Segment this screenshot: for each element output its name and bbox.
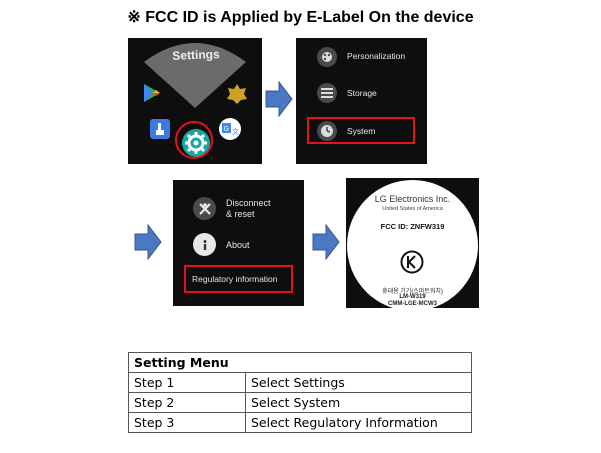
svg-text:文: 文 [232, 127, 239, 136]
e-label-screen: LG Electronics Inc. United States of Ame… [346, 178, 479, 308]
arrow-right-3 [312, 224, 340, 260]
arrow-right-1 [265, 81, 293, 117]
e-label-korean: 휴대용 기기(스마트워치) [382, 289, 443, 295]
kc-mark-icon [400, 250, 424, 274]
table-row: Step 1 Select Settings [128, 372, 472, 393]
highlight-circle-settings [175, 121, 213, 159]
play-store-icon[interactable] [140, 82, 162, 104]
e-label-cert: CMM-LGE-MCW3 [388, 301, 437, 307]
disconnect-icon [193, 197, 216, 220]
table-header: Setting Menu [128, 352, 472, 373]
page-title: ※ FCC ID is Applied by E-Label On the de… [127, 9, 474, 26]
gear-badge-icon[interactable] [226, 83, 248, 105]
clock-icon [317, 121, 337, 141]
e-label-country: United States of America [382, 206, 443, 212]
table-cell-step: Step 2 [128, 392, 246, 413]
touch-icon[interactable] [150, 119, 170, 139]
highlight-box-regulatory [184, 265, 293, 293]
table-cell-step: Step 3 [128, 412, 246, 433]
highlight-box-system [307, 117, 415, 144]
system-item-disconnect-line1[interactable]: Disconnect [226, 198, 271, 208]
table-row: Step 2 Select System [128, 392, 472, 413]
settings-item-personalization[interactable]: Personalization [347, 51, 406, 61]
e-label-circle: LG Electronics Inc. United States of Ame… [347, 180, 478, 308]
e-label-model: LM-W319 [399, 294, 426, 300]
e-label-kc-text: KC [347, 180, 348, 181]
table-header-row: Setting Menu [128, 352, 472, 373]
e-label-brand: LG Electronics Inc. [374, 194, 451, 204]
table-cell-action: Select Settings [245, 372, 472, 393]
table-cell-action: Select Regulatory Information [245, 412, 472, 433]
system-item-disconnect-line2[interactable]: & reset [226, 209, 255, 219]
system-menu-screen: Disconnect & reset About Regulatory info… [173, 180, 304, 306]
palette-icon [317, 47, 337, 67]
launcher-graphics [144, 43, 246, 108]
system-item-about[interactable]: About [226, 240, 250, 250]
e-label-fcc-id: FCC ID: ZNFW319 [380, 222, 445, 231]
storage-list-icon [317, 83, 337, 103]
arrow-right-2 [134, 224, 162, 260]
svg-text:G: G [224, 125, 229, 133]
system-item-regulatory[interactable]: Regulatory information [192, 274, 278, 284]
table-cell-step: Step 1 [128, 372, 246, 393]
setting-menu-table: Setting Menu Step 1 Select Settings Step… [128, 352, 472, 433]
table-cell-action: Select System [245, 392, 472, 413]
settings-label: Settings [172, 47, 220, 63]
table-row: Step 3 Select Regulatory Information [128, 412, 472, 433]
settings-item-storage[interactable]: Storage [347, 88, 377, 98]
settings-item-system[interactable]: System [347, 126, 376, 136]
settings-list-screen: Personalization Storage System [296, 38, 427, 164]
info-icon [193, 233, 216, 256]
